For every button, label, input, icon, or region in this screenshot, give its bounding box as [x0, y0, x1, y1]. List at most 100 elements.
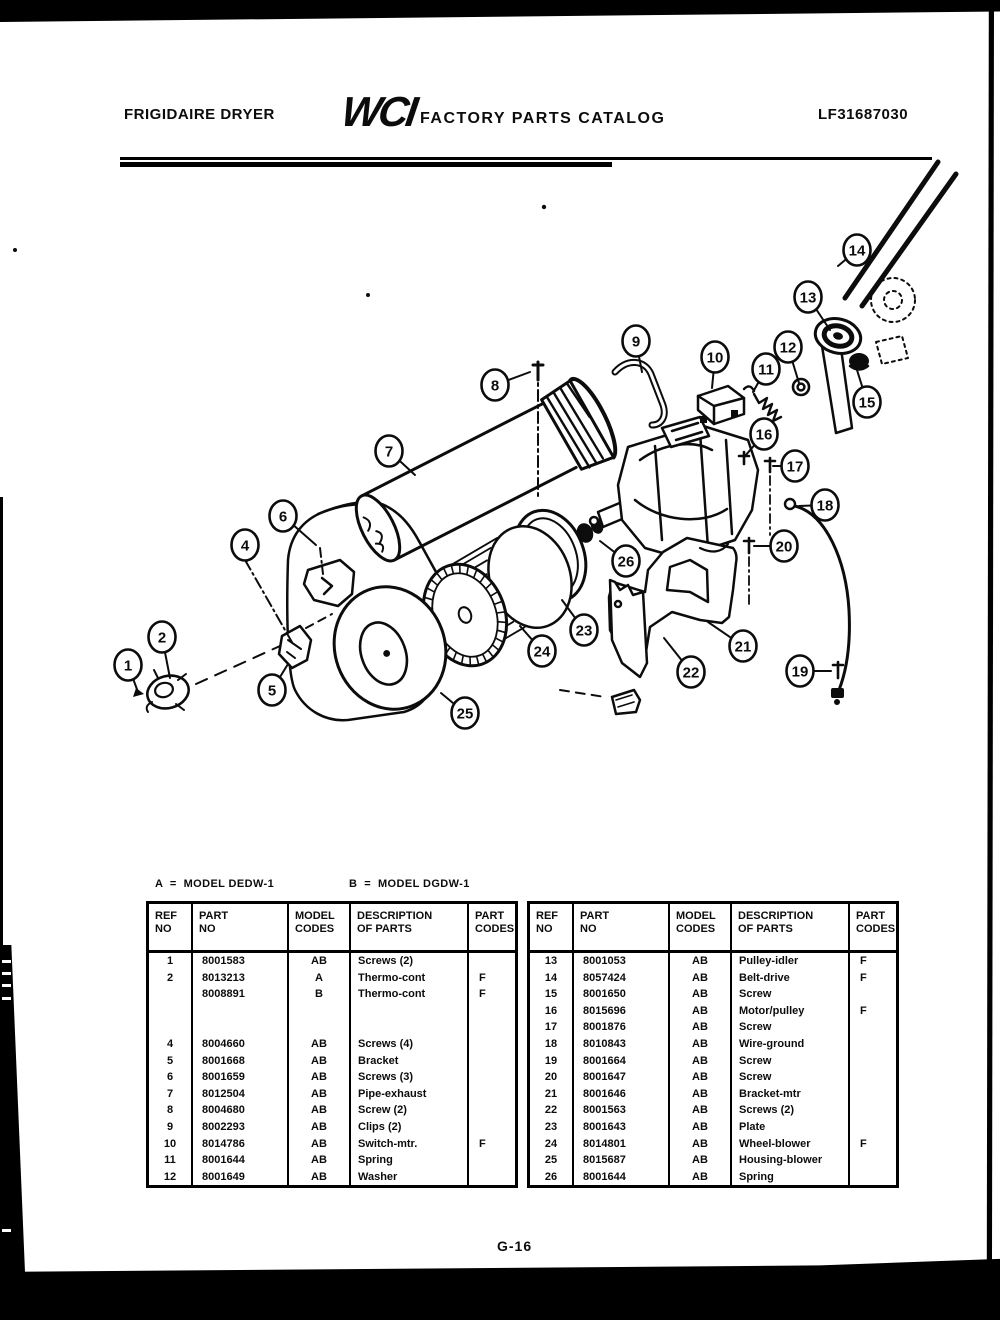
part-codes: F — [479, 971, 486, 984]
part-codes — [850, 1102, 896, 1119]
part-codes — [850, 1152, 896, 1169]
spring-part — [742, 385, 783, 423]
part-codes — [469, 1152, 515, 1169]
scan-registration-tick — [2, 972, 11, 975]
callout-21: 21 — [707, 621, 758, 663]
screw-part-17 — [763, 456, 777, 536]
screw-part-19 — [831, 660, 845, 680]
ref-no: 25 — [530, 1152, 574, 1169]
svg-text:16: 16 — [756, 427, 773, 444]
part-no: 8001646 — [574, 1085, 670, 1103]
scan-speck — [541, 204, 547, 210]
table-row — [149, 1002, 515, 1020]
wheel-fin — [460, 654, 465, 666]
part-no: 8001643 — [574, 1118, 670, 1136]
ref-no: 6 — [149, 1069, 193, 1086]
ref-no: 14 — [530, 969, 574, 987]
svg-text:13: 13 — [800, 290, 817, 307]
part-no: 8001647 — [574, 1069, 670, 1086]
header-rule-thick — [120, 162, 612, 167]
model-legend-a: A = MODEL DEDW-1 — [155, 878, 275, 890]
svg-text:1: 1 — [124, 658, 132, 675]
part-no: 8001668 — [193, 1052, 289, 1070]
callout-17: 17 — [772, 449, 810, 483]
svg-text:18: 18 — [817, 498, 834, 515]
part-no: 8001644 — [193, 1152, 289, 1169]
part-codes — [469, 1019, 515, 1036]
description: Motor/pulley — [732, 1002, 850, 1020]
alignment-dashes — [305, 613, 333, 629]
knob-part — [848, 353, 870, 371]
scan-registration-tick — [2, 1229, 11, 1232]
part-codes — [850, 1086, 896, 1103]
svg-text:5: 5 — [268, 683, 276, 700]
part-no: 8014801 — [574, 1135, 670, 1153]
callout-4: 4 — [230, 528, 260, 562]
bracket-mtr-part — [559, 536, 738, 716]
part-no: 8015696 — [574, 1002, 670, 1020]
model-codes: AB — [670, 1019, 732, 1036]
wheel-fin — [479, 574, 486, 584]
model-codes: AB — [289, 1152, 351, 1169]
callout-23: 23 — [561, 599, 599, 647]
pipe-exhaust-part — [354, 377, 618, 563]
description — [351, 1002, 469, 1020]
description: Clips (2) — [351, 1118, 469, 1136]
ref-no: 13 — [530, 953, 574, 970]
column-header: MODEL CODES — [289, 904, 351, 950]
model-legend-b: B = MODEL DGDW-1 — [349, 878, 470, 890]
model-codes: AB — [289, 1069, 351, 1086]
column-header: PART NO — [574, 904, 670, 950]
part-codes — [469, 1086, 515, 1103]
scan-speck — [13, 248, 17, 252]
callout-14: 14 — [837, 233, 872, 267]
ref-no: 22 — [530, 1102, 574, 1119]
svg-text:22: 22 — [683, 665, 700, 682]
description: Screws (2) — [351, 953, 469, 970]
ref-no: 24 — [530, 1135, 574, 1153]
wheel-fin — [496, 620, 508, 624]
svg-text:24: 24 — [534, 644, 551, 661]
wheel-fin — [442, 566, 449, 577]
svg-text:20: 20 — [776, 539, 793, 556]
wheel-fin — [423, 596, 434, 601]
ref-no: 15 — [530, 986, 574, 1003]
description: Screws (4) — [351, 1035, 469, 1053]
part-codes — [469, 1169, 515, 1186]
model-codes — [289, 1002, 351, 1020]
part-codes — [469, 1053, 515, 1070]
ref-no: 8 — [149, 1102, 193, 1119]
cover-blower-part — [332, 585, 448, 711]
scan-registration-tick — [2, 997, 11, 1000]
column-header: REF NO — [149, 904, 193, 950]
column-header: PART CODES — [856, 910, 896, 935]
wheel-fin — [493, 600, 504, 606]
callout-16: 16 — [744, 417, 779, 457]
svg-text:15: 15 — [859, 395, 876, 412]
part-no: 8001053 — [574, 953, 670, 970]
part-no — [193, 1002, 289, 1020]
ref-no: 2 — [149, 969, 193, 987]
description: Spring — [732, 1168, 850, 1186]
part-codes — [850, 1019, 896, 1036]
model-codes: AB — [289, 1085, 351, 1103]
callout-6: 6 — [268, 499, 317, 546]
part-codes — [469, 1069, 515, 1086]
part-codes — [850, 1053, 896, 1070]
scan-artifact-right-strip — [986, 10, 994, 1262]
svg-text:19: 19 — [792, 664, 809, 681]
model-codes: AB — [289, 953, 351, 970]
callout-18: 18 — [798, 488, 840, 522]
